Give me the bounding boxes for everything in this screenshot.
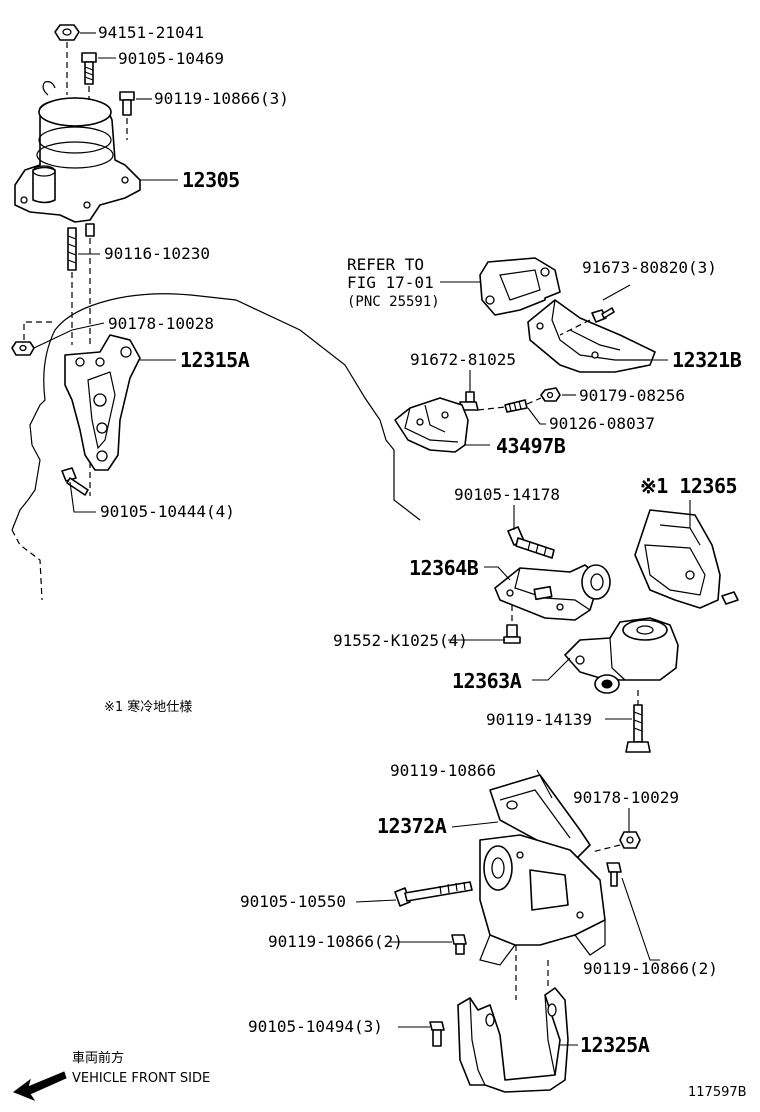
bolt-90119-14139 bbox=[625, 690, 651, 753]
label-90105-10550: 90105-10550 bbox=[240, 892, 346, 911]
bolt-90105-10444 bbox=[61, 467, 89, 496]
label-90178-10029: 90178-10029 bbox=[573, 788, 679, 807]
bolt-90105-10494 bbox=[429, 1021, 445, 1047]
label-91673-80820-3: 91673-80820(3) bbox=[582, 258, 717, 277]
label-refer-fig: FIG 17-01 bbox=[347, 273, 434, 292]
label-43497b: 43497B bbox=[496, 434, 566, 458]
label-90119-14139: 90119-14139 bbox=[486, 710, 592, 729]
label-90105-10444-4: 90105-10444(4) bbox=[100, 502, 235, 521]
label-90105-10469: 90105-10469 bbox=[118, 49, 224, 68]
label-12372a: 12372A bbox=[377, 814, 447, 838]
bracket-12321b bbox=[527, 299, 656, 373]
bracket-12364b bbox=[494, 564, 611, 621]
label-90119-10866-2-right: 90119-10866(2) bbox=[583, 959, 718, 978]
label-91552-k1025-4: 91552-K1025(4) bbox=[333, 631, 468, 650]
label-90105-14178: 90105-14178 bbox=[454, 485, 560, 504]
alignment-lines-left bbox=[23, 42, 91, 496]
bolt-90105-10550 bbox=[394, 881, 473, 907]
label-90119-10866-3: 90119-10866(3) bbox=[154, 89, 289, 108]
label-12315a: 12315A bbox=[180, 348, 250, 372]
label-12321b: 12321B bbox=[672, 348, 742, 372]
label-12325a: 12325A bbox=[580, 1033, 650, 1057]
label-12365: ※1 12365 bbox=[640, 474, 738, 498]
mount-12363a bbox=[564, 617, 679, 694]
label-12364b: 12364B bbox=[409, 556, 479, 580]
label-12363a: 12363A bbox=[452, 669, 522, 693]
label-90119-10866-2-left: 90119-10866(2) bbox=[268, 932, 403, 951]
leader-lines bbox=[33, 32, 691, 1046]
bolt-90119-10866-2-left bbox=[451, 934, 467, 955]
label-90116-10230: 90116-10230 bbox=[104, 244, 210, 263]
nut-90178-10029 bbox=[591, 831, 641, 853]
bolt-91673-80820 bbox=[559, 307, 615, 336]
label-90126-08037: 90126-08037 bbox=[549, 414, 655, 433]
engine-outline bbox=[11, 293, 421, 601]
bracket-12315a bbox=[64, 334, 141, 471]
note-front-en: VEHICLE FRONT SIDE bbox=[72, 1071, 211, 1086]
figure-number: 117597B bbox=[688, 1085, 747, 1100]
bolt-91672-81025 bbox=[459, 391, 479, 411]
bolt-91552-k1025 bbox=[503, 605, 521, 644]
nut-90178-10028 bbox=[11, 341, 35, 356]
bolt-90105-14178 bbox=[507, 526, 555, 559]
label-90119-10866: 90119-10866 bbox=[390, 761, 496, 780]
label-90178-10028: 90178-10028 bbox=[108, 314, 214, 333]
stud-90126-08037 bbox=[477, 397, 542, 413]
bracket-43497b bbox=[394, 397, 469, 453]
label-refer-to: REFER TO bbox=[347, 255, 425, 274]
engine-mount-12305 bbox=[14, 24, 141, 271]
label-90179-08256: 90179-08256 bbox=[579, 386, 685, 405]
bracket-12372a bbox=[479, 774, 606, 966]
label-90105-10494-3: 90105-10494(3) bbox=[248, 1017, 383, 1036]
label-12305: 12305 bbox=[182, 168, 240, 192]
label-94151-21041: 94151-21041 bbox=[98, 23, 204, 42]
nut-90179-08256 bbox=[540, 387, 561, 402]
label-91672-81025: 91672-81025 bbox=[410, 350, 516, 369]
mount-12365 bbox=[634, 509, 739, 609]
bolt-90119-10866-2-right bbox=[606, 862, 622, 887]
bracket-refer-fig17 bbox=[479, 257, 561, 316]
bracket-12325a bbox=[457, 945, 569, 1093]
label-refer-pnc: (PNC 25591) bbox=[347, 294, 440, 310]
note-front-jp: 車両前方 bbox=[72, 1051, 125, 1066]
vehicle-front-arrow-icon bbox=[12, 1071, 67, 1102]
note-cold-spec: ※1 寒冷地仕様 bbox=[104, 700, 193, 715]
